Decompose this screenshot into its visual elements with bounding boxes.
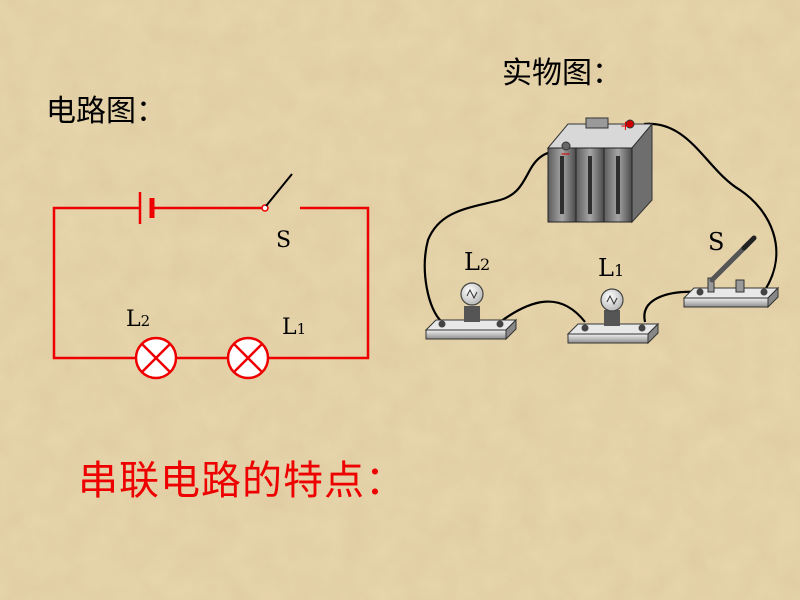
switch-symbol: [261, 173, 293, 212]
lamp-board-l2: [424, 282, 518, 341]
physical-diagram-title: 实物图：: [502, 56, 622, 91]
knife-switch: [682, 235, 780, 309]
battery-pack: + −: [546, 117, 654, 224]
lamp-board-l1: [566, 288, 660, 345]
wire-battery-to-switch: [643, 122, 778, 291]
lamp-label-l1: L1: [282, 315, 306, 340]
switch-label: S: [276, 228, 291, 253]
physical-lamp-label-l1: L1: [598, 254, 624, 282]
physical-switch-label: S: [708, 228, 724, 256]
battery-minus-sign: −: [560, 147, 571, 162]
battery-plus-sign: +: [620, 119, 631, 134]
lamp-symbol-l2: [134, 336, 178, 380]
wire-l2-to-l1: [499, 300, 586, 323]
wire-left: [52, 206, 140, 360]
circuit-diagram-title: 电路图：: [46, 94, 166, 129]
wire-battery-to-l2: [423, 148, 567, 323]
physical-lamp-label-l2: L2: [464, 248, 490, 276]
lamp-symbol-l1: [226, 336, 270, 380]
wire-right: [268, 206, 370, 360]
lamp-label-l2: L2: [126, 307, 150, 332]
series-circuit-heading: 串联电路的特点：: [78, 458, 406, 504]
battery-symbol: [138, 192, 155, 224]
